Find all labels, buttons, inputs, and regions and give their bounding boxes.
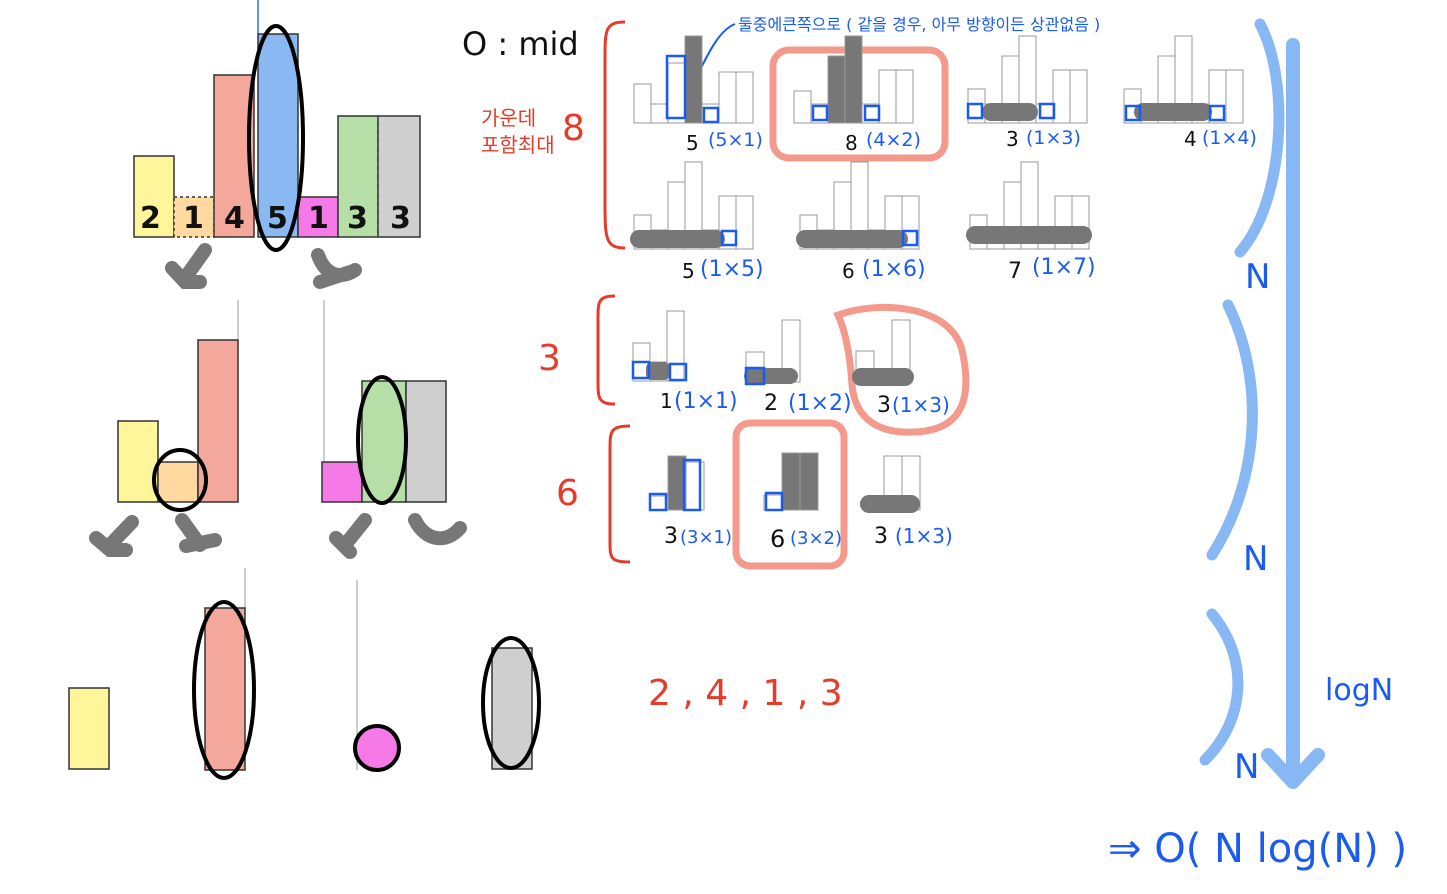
bar-label-5: 1	[308, 201, 329, 236]
bar-label-1: 2	[140, 201, 161, 236]
mini-13: 3 (1×3)	[860, 455, 953, 549]
bar-l1-4	[321, 461, 363, 503]
mini-7: 7 (1×7)	[966, 161, 1096, 284]
mini-5: 5 (1×5)	[630, 161, 764, 283]
level-cost-3: N	[1234, 747, 1259, 787]
svg-text:(4×2): (4×2)	[866, 129, 921, 151]
mini-6: 6 (1×6)	[796, 161, 926, 283]
legend-mid: O : mid	[462, 25, 579, 63]
mini-8: 1 (1×1)	[631, 310, 738, 414]
svg-text:5: 5	[682, 259, 695, 283]
leaf-3	[353, 724, 401, 772]
svg-text:3: 3	[1006, 127, 1019, 151]
level-brace-2	[1206, 299, 1258, 561]
mini-4: 4 (1×4)	[1123, 35, 1257, 151]
level-brace-1	[1234, 18, 1285, 258]
mini-2: 8 (4×2)	[769, 35, 949, 162]
svg-text:3: 3	[874, 524, 888, 549]
bar-l1-1	[117, 420, 159, 503]
svg-text:1: 1	[660, 389, 673, 413]
legend: O : mid	[462, 25, 579, 63]
mid-circle-l1-right	[356, 375, 408, 505]
bar-4	[257, 33, 299, 238]
section-1: 가운데 포함최대 8 둘중에큰쪽으로 ( 같을 경우, 아무 방향이든 상관없음…	[481, 15, 1257, 284]
complexity-result: ⇒ O( N log(N) )	[1108, 826, 1407, 872]
section-2-max: 3	[538, 338, 561, 379]
level-brace-3	[1199, 608, 1244, 766]
bar-label-6: 3	[347, 201, 368, 236]
korean-note-line1: 가운데	[481, 106, 536, 130]
section-2: 3 1 (1×1) 2 (1×2) 3 (1	[538, 294, 970, 436]
svg-text:(1×3): (1×3)	[895, 524, 953, 548]
svg-text:(3×2): (3×2)	[790, 528, 842, 549]
section-1-max: 8	[562, 108, 585, 149]
section-3-max: 6	[556, 473, 579, 514]
svg-text:4: 4	[1184, 127, 1197, 151]
leaf-1	[68, 687, 110, 770]
svg-text:2: 2	[764, 391, 778, 416]
arrow-left	[165, 243, 212, 289]
svg-text:8: 8	[845, 131, 858, 155]
bar-7	[377, 115, 421, 238]
mini-3: 3 (1×3)	[966, 35, 1088, 151]
tree-level-0: 2 1 4 5 1 3 3	[133, 0, 421, 289]
section-1-bracket	[603, 20, 626, 250]
svg-text:6: 6	[770, 525, 785, 553]
svg-text:(1×3): (1×3)	[892, 393, 950, 417]
svg-text:3: 3	[664, 524, 678, 549]
svg-text:(1×3): (1×3)	[1026, 127, 1081, 149]
bar-l1-2	[157, 461, 199, 503]
svg-text:(1×1): (1×1)	[674, 389, 738, 414]
mid-circle-l1-left	[152, 448, 208, 512]
level-cost-1: N	[1245, 257, 1270, 297]
section-3: 6 3 (3×1) 6 (3×2) 3 (1×3)	[556, 419, 953, 570]
svg-text:(1×5): (1×5)	[700, 257, 764, 282]
bar-label-7: 3	[390, 201, 411, 236]
svg-text:(3×1): (3×1)	[680, 527, 732, 548]
section-1-top-note: 둘중에큰쪽으로 ( 같을 경우, 아무 방향이든 상관없음 )	[738, 15, 1100, 34]
mini-11: 3 (3×1)	[648, 455, 732, 549]
svg-text:(5×1): (5×1)	[708, 129, 763, 151]
tree-level-2	[68, 568, 541, 780]
svg-text:(1×2): (1×2)	[788, 391, 852, 416]
tree-level-1	[89, 300, 467, 559]
mini-10: 3 (1×3)	[833, 303, 970, 436]
bar-label-3: 4	[224, 201, 245, 236]
bar-label-2: 1	[183, 201, 204, 236]
mid-circle	[247, 24, 305, 252]
mini-1: 5 (5×1)	[633, 35, 763, 155]
mini-12: 6 (3×2)	[732, 419, 848, 570]
svg-text:7: 7	[1008, 259, 1022, 284]
svg-text:(1×6): (1×6)	[862, 257, 926, 282]
bar-label-4: 5	[267, 201, 288, 236]
depth-label: logN	[1325, 673, 1393, 708]
korean-note-line2: 포함최대	[481, 133, 555, 157]
bar-6	[337, 115, 379, 238]
mini-9: 2 (1×2)	[744, 319, 852, 416]
bar-2	[173, 196, 215, 238]
svg-text:3: 3	[877, 393, 891, 418]
arrow-right	[311, 248, 362, 289]
bar-l1-6	[405, 380, 447, 503]
leaf-4	[491, 647, 533, 770]
svg-text:5: 5	[686, 131, 699, 155]
svg-text:(1×7): (1×7)	[1032, 255, 1096, 280]
leaf-2	[204, 607, 246, 771]
level-cost-2: N	[1243, 539, 1268, 579]
svg-text:6: 6	[842, 259, 855, 283]
complexity: N N N logN ⇒ O( N log(N) )	[1108, 18, 1407, 872]
leaves-sequence: 2 , 4 , 1 , 3	[648, 673, 843, 714]
svg-text:(1×4): (1×4)	[1202, 127, 1257, 149]
